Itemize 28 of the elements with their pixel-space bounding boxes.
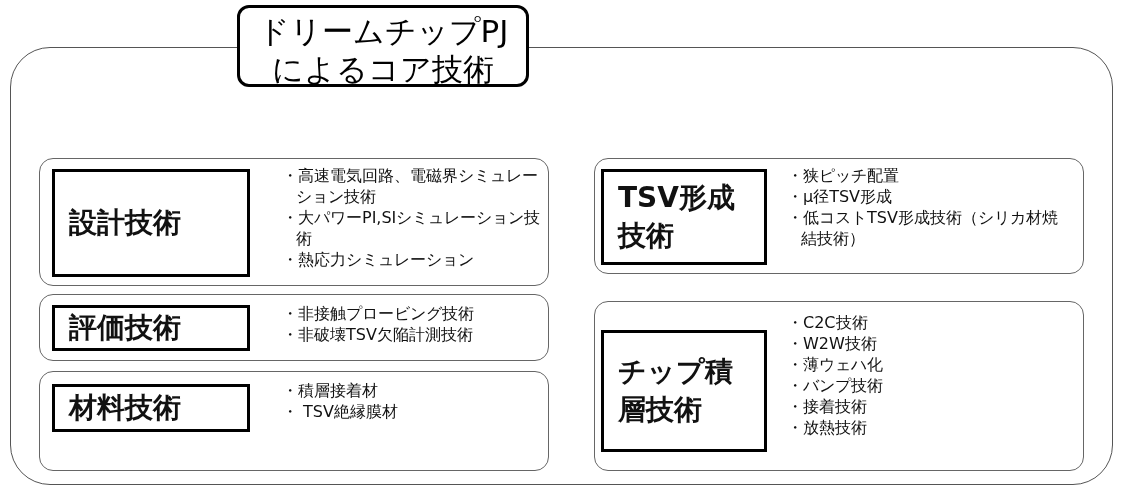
bullet-text: ・大パワーPI,SIシミュレーション技術: [282, 207, 542, 249]
bullet-text: ・積層接着材: [282, 380, 379, 401]
heading-box: 設計技術: [52, 169, 250, 277]
bullet-text: ・低コストTSV形成技術（シリカ材焼結技術）: [787, 207, 1059, 249]
bullet-text: ・C2C技術: [787, 312, 869, 333]
panel-card: [39, 158, 549, 286]
bullet-text: ・薄ウェハ化: [787, 354, 884, 375]
title-box: ドリームチップPJによるコア技術: [237, 5, 529, 87]
heading-box: チップ積層技術: [601, 330, 767, 452]
panel-card: [39, 371, 549, 471]
heading-box: TSV形成技術: [601, 169, 767, 265]
bullet-text: ・バンプ技術: [787, 375, 884, 396]
frame-border: [10, 47, 1113, 485]
bullet-text: ・μ径TSV形成: [787, 186, 894, 207]
panel-card: [594, 301, 1084, 471]
bullet-text: ・放熱技術: [787, 417, 868, 438]
heading-box: 材料技術: [52, 384, 250, 432]
bullet-text: ・高速電気回路、電磁界シミュレーション技術: [282, 165, 539, 207]
bullet-text: ・ TSV絶縁膜材: [282, 401, 399, 422]
panel-card: [594, 158, 1084, 274]
panel-card: [39, 294, 549, 361]
bullet-text: ・接着技術: [787, 396, 868, 417]
bullet-text: ・W2W技術: [787, 333, 878, 354]
bullet-text: ・狭ピッチ配置: [787, 165, 900, 186]
heading-box: 評価技術: [52, 305, 250, 351]
bullet-text: ・非接触プロービング技術: [282, 303, 475, 324]
bullet-text: ・熱応力シミュレーション: [282, 249, 475, 270]
bullet-text: ・非破壊TSV欠陥計測技術: [282, 324, 474, 345]
